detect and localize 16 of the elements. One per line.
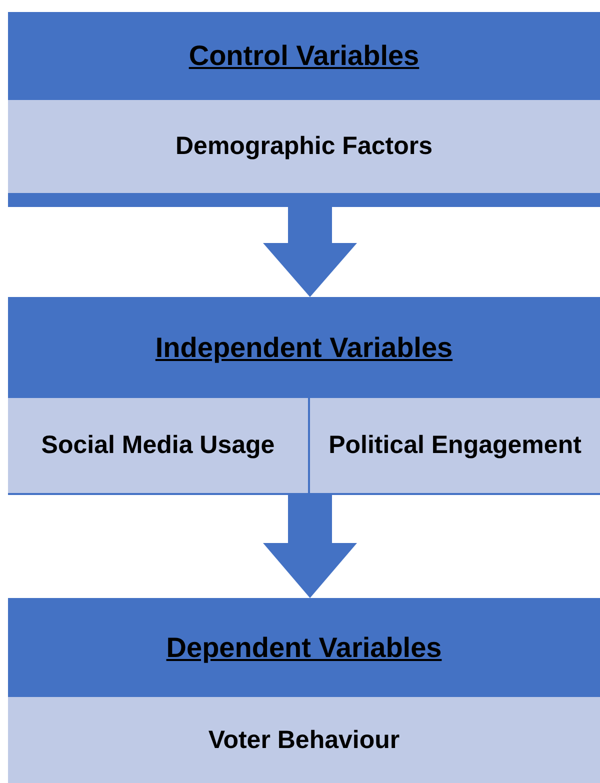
flow-arrow — [263, 207, 357, 297]
variable-label: Demographic Factors — [175, 132, 432, 161]
section-panel — [8, 297, 600, 495]
variable-box — [8, 100, 600, 193]
variable-label: Voter Behaviour — [208, 726, 400, 754]
variable-box — [8, 697, 600, 783]
variable-box — [310, 398, 600, 493]
section-heading: Control Variables — [188, 40, 420, 72]
variable-label: Political Engagement — [328, 431, 582, 460]
section-panel — [8, 12, 600, 207]
section-panel — [8, 598, 600, 783]
section-heading: Independent Variables — [155, 332, 453, 364]
flow-arrow — [263, 495, 357, 598]
section-heading: Dependent Variables — [166, 632, 442, 664]
variable-label: Social Media Usage — [41, 431, 275, 460]
variable-box — [8, 398, 308, 493]
